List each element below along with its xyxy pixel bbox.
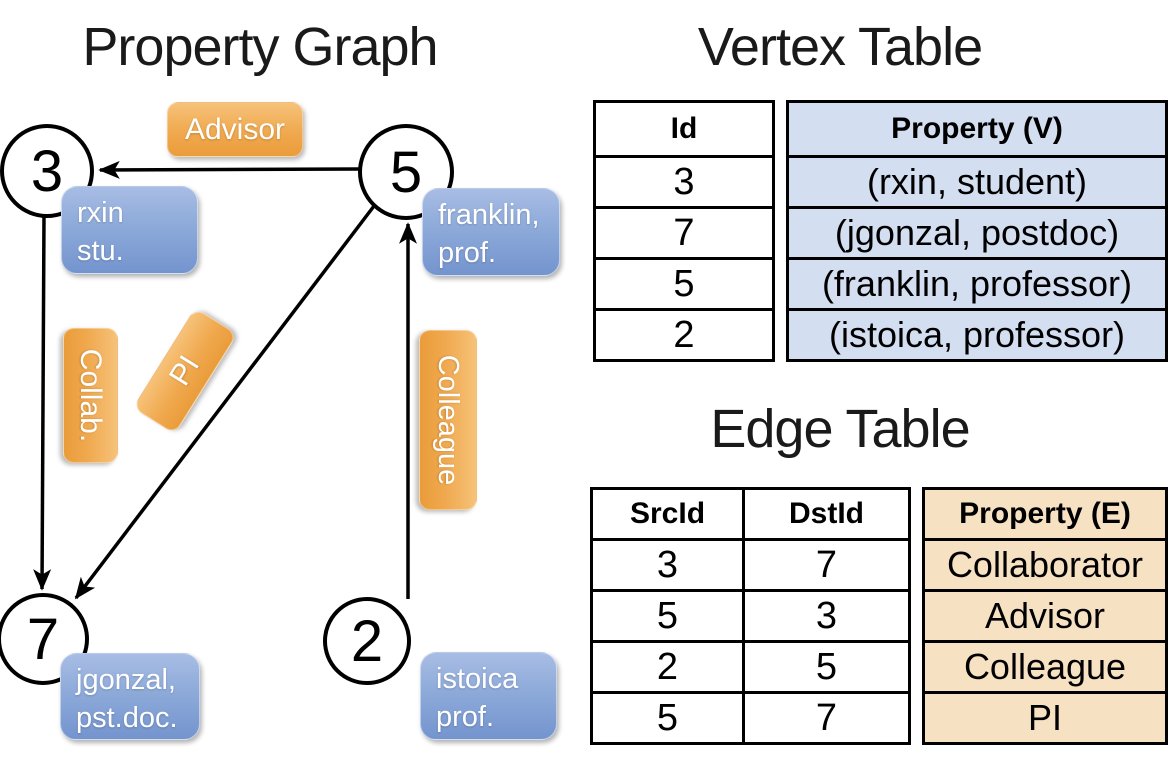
vertex-property-line: istoica (436, 663, 519, 695)
edge-table-property-column: Property (E) Collaborator Advisor Collea… (922, 487, 1168, 745)
vertex-id-cell: 7 (596, 206, 772, 257)
edge-src-cell: 5 (656, 696, 679, 739)
vertex-property-box-5: franklin, prof. (422, 188, 560, 276)
vertex-id-cell: 3 (596, 155, 772, 206)
vertex-id-cell: 2 (596, 308, 772, 359)
node-id-3: 3 (30, 138, 64, 204)
edge-collab-3-to-7 (33, 215, 52, 591)
vertex-property-line: jgonzal, (76, 664, 176, 696)
edge-table-header-property: Property (E) (959, 497, 1131, 530)
edge-property-cell: Collaborator (925, 538, 1165, 589)
node-id-7: 7 (26, 606, 60, 672)
edge-pi-5-to-7 (74, 204, 376, 600)
vertex-id-cell: 5 (596, 257, 772, 308)
vertex-property-line: stu. (77, 235, 124, 267)
edge-label-collab: Collab. (63, 328, 118, 463)
edge-label-advisor: Advisor (167, 102, 303, 157)
edge-table-header-dstid: DstId (742, 490, 908, 538)
vertex-property-line: pst.doc. (76, 702, 178, 734)
edge-dst-cell: 3 (742, 592, 908, 640)
vertex-property-line: prof. (436, 701, 495, 733)
edge-advisor-5-to-3 (98, 160, 361, 179)
edge-dst-cell: 5 (742, 643, 908, 691)
edge-dst-cell: 7 (742, 694, 908, 742)
vertex-property-line: prof. (438, 237, 497, 269)
property-graph-title: Property Graph (82, 17, 438, 77)
vertex-table-header-id: Id (670, 112, 698, 145)
edge-property-cell: PI (925, 691, 1165, 742)
node-id-5: 5 (389, 139, 423, 205)
edge-table-title: Edge Table (710, 399, 970, 459)
vertex-property-cell: (istoica, professor) (789, 308, 1165, 359)
vertex-table-property-column: Property (V) (rxin, student) (jgonzal, p… (786, 100, 1168, 362)
edge-table-header-srcid: SrcId (629, 497, 706, 530)
vertex-property-cell: (jgonzal, postdoc) (789, 206, 1165, 257)
vertex-property-box-7: jgonzal, pst.doc. (60, 653, 200, 740)
edge-src-cell: 2 (656, 645, 679, 688)
vertex-property-cell: (rxin, student) (789, 155, 1165, 206)
edge-src-cell: 5 (656, 594, 679, 637)
vertex-property-line: rxin (77, 197, 124, 229)
vertex-table-id-column: Id 3 7 5 2 (593, 100, 775, 362)
vertex-table-title: Vertex Table (697, 17, 983, 77)
vertex-table-header-property: Property (V) (891, 112, 1063, 145)
vertex-property-cell: (franklin, professor) (789, 257, 1165, 308)
edge-property-cell: Advisor (925, 589, 1165, 640)
node-circle-2 (323, 597, 411, 685)
edge-table-id-columns: SrcId DstId 3 7 5 3 2 5 5 7 (590, 487, 911, 745)
edge-src-cell: 3 (656, 543, 679, 586)
vertex-property-line: franklin, (438, 199, 540, 231)
edge-label-colleague: Colleague (419, 330, 477, 510)
node-id-2: 2 (350, 608, 384, 674)
vertex-property-box-3: rxin stu. (61, 186, 198, 274)
vertex-property-box-2: istoica prof. (420, 652, 557, 740)
edge-dst-cell: 7 (742, 541, 908, 589)
edge-property-cell: Colleague (925, 640, 1165, 691)
